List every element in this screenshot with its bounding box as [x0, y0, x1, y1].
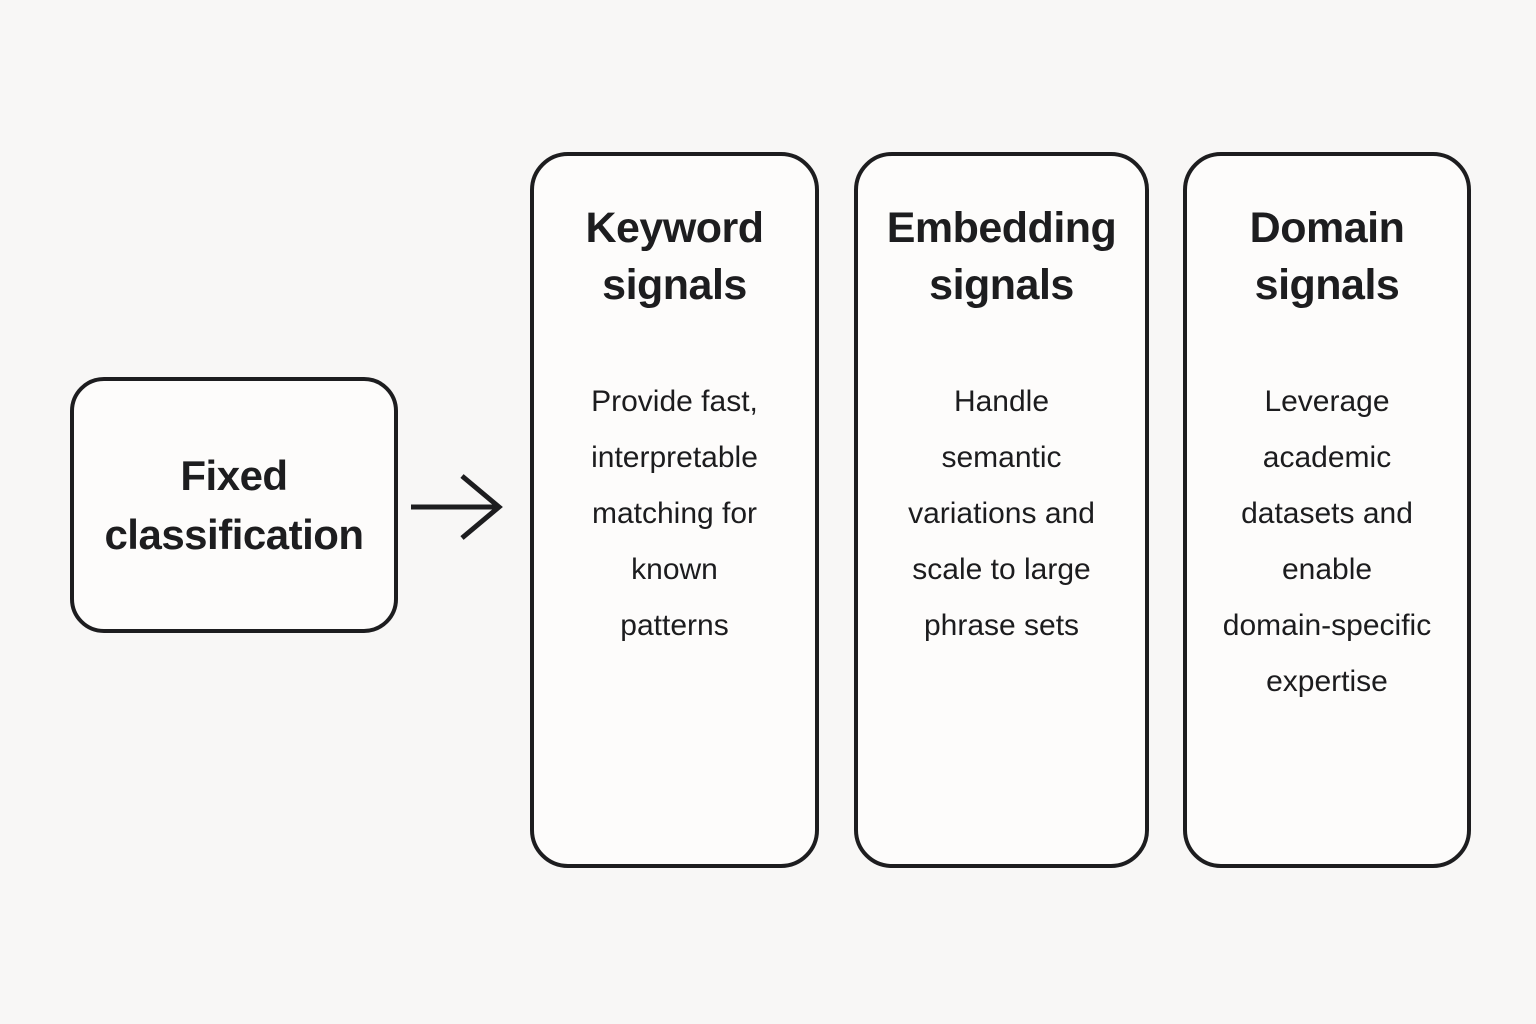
keyword-signals-card: Keyword signals Provide fast, interpreta…	[530, 152, 819, 868]
embedding-signals-title: Embedding signals	[886, 204, 1117, 309]
domain-signals-card: Domain signals Leverage academic dataset…	[1183, 152, 1471, 868]
domain-signals-body: Leverage academic datasets and enable do…	[1222, 385, 1432, 698]
keyword-signals-title: Keyword signals	[585, 204, 764, 309]
domain-signals-title: Domain signals	[1249, 204, 1405, 309]
fixed-classification-label: Fixed classification	[104, 452, 364, 558]
right-arrow-icon	[411, 474, 503, 540]
keyword-signals-body: Provide fast, interpretable matching for…	[591, 385, 758, 642]
flow-arrow	[405, 468, 511, 546]
embedding-signals-card: Embedding signals Handle semantic variat…	[854, 152, 1149, 868]
embedding-signals-body: Handle semantic variations and scale to …	[908, 385, 1095, 642]
fixed-classification-box: Fixed classification	[70, 377, 398, 633]
